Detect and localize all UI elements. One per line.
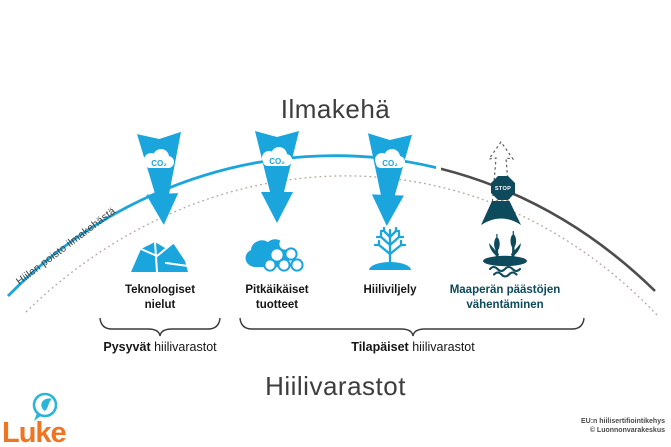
co2-arrow-1 xyxy=(137,131,181,225)
stop-label: STOP xyxy=(495,186,511,192)
luke-logo-text: Luke xyxy=(2,417,67,447)
co2-label: CO₂ xyxy=(382,159,398,168)
stop-arrow: STOP xyxy=(481,140,521,225)
arrow-base xyxy=(481,201,521,225)
footer-credits: EU:n hiilisertifiointikehys © Luonnonvar… xyxy=(581,417,665,436)
carbon-arc-gray xyxy=(441,167,656,292)
atmosphere-title: Ilmakehä xyxy=(280,94,391,124)
item-label-hiiliviljely: Hiiliviljely xyxy=(363,284,417,296)
item-label-teknologiset-nielut: Teknologiset nielut xyxy=(124,284,196,311)
brace-label-bold: Pysyvät xyxy=(103,340,151,354)
co2-label: CO₂ xyxy=(151,159,167,168)
co2-cloud-icon: CO₂ xyxy=(144,149,174,168)
cattails-icon xyxy=(483,231,527,278)
stop-sign-icon: STOP xyxy=(491,176,515,200)
co2-cloud-icon: CO₂ xyxy=(262,147,292,166)
rock-icon xyxy=(131,241,189,273)
brace-label-rest: hiilivarastot xyxy=(408,340,475,354)
storage-title: Hiilivarastot xyxy=(265,371,406,401)
item-label-maaperan-paastojen-vahentaminen: Maaperän päästöjen vähentäminen xyxy=(449,284,561,311)
brace-label-rest: hiilivarastot xyxy=(150,340,217,354)
carbon-arc-blue xyxy=(6,154,436,297)
dotted-arc xyxy=(25,175,659,317)
co2-cloud-icon: CO₂ xyxy=(375,149,405,168)
co2-label: CO₂ xyxy=(269,157,285,166)
footer-line2: © Luonnonvarakeskus xyxy=(589,427,665,435)
brace-temporary xyxy=(239,317,585,337)
log-pile-icon xyxy=(245,238,304,272)
brace-label-bold: Tilapäiset xyxy=(351,340,409,354)
leaf-bubble-icon xyxy=(32,392,58,421)
brace-permanent xyxy=(99,317,221,337)
brace-label-pysyvat: Pysyvät hiilivarastot xyxy=(50,340,270,354)
brace-label-tilapaiset: Tilapäiset hiilivarastot xyxy=(303,340,523,354)
item-label-pitkaikaiset-tuotteet: Pitkäikäiset tuotteet xyxy=(245,284,309,311)
sapling-icon xyxy=(369,226,411,270)
footer-line1: EU:n hiilisertifiointikehys xyxy=(580,418,665,425)
co2-arrow-2 xyxy=(255,131,299,223)
